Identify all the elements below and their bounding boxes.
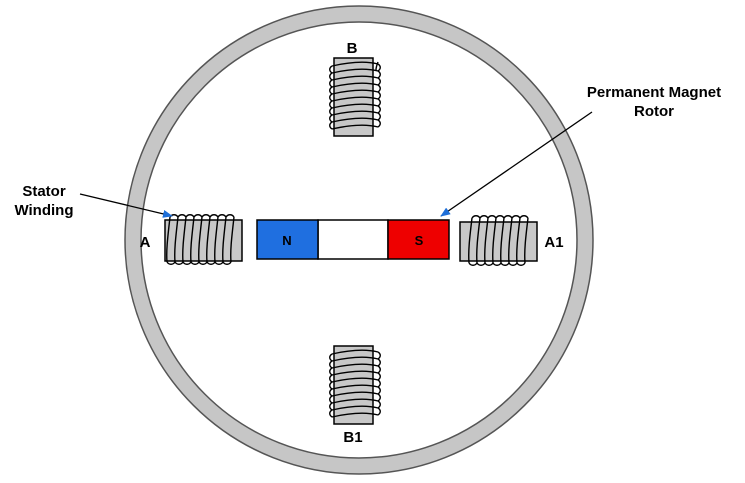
rotor-label-line1: Permanent Magnet <box>587 84 721 101</box>
stator-coil-b <box>329 57 381 137</box>
stator-coil-a <box>164 214 243 265</box>
coil-label-b: B <box>347 40 358 57</box>
housing-inner-edge <box>140 21 578 459</box>
winding-b1 <box>329 349 381 418</box>
rotor-arrow <box>440 111 593 217</box>
stator-coil-b1 <box>329 345 381 425</box>
rotor-label-line2: Rotor <box>634 103 674 120</box>
coil-label-a: A <box>140 234 151 251</box>
stator-core-a1 <box>459 221 538 262</box>
stator-winding-label-line1: Stator <box>22 183 66 200</box>
stator-core-a <box>164 219 243 262</box>
rotor-north-pole <box>256 219 319 260</box>
winding-a1 <box>468 215 529 266</box>
housing-outer-edge <box>124 5 594 475</box>
motor-housing-ring <box>125 6 593 474</box>
winding-b <box>329 61 381 130</box>
coil-label-a1: A1 <box>544 234 563 251</box>
rotor-center-segment <box>317 219 389 260</box>
stator-coil-a1 <box>459 215 538 266</box>
winding-a <box>166 214 235 265</box>
stator-winding-label-line2: Winding <box>14 202 73 219</box>
north-pole-label: N <box>282 233 291 248</box>
south-pole-label: S <box>415 233 424 248</box>
coil-label-b1: B1 <box>343 429 362 446</box>
rotor-south-pole <box>387 219 450 260</box>
stator-winding-arrow <box>79 193 173 218</box>
permanent-magnet-rotor: N S <box>256 219 450 260</box>
stator-winding-callout: Stator Winding <box>14 183 173 219</box>
rotor-callout: Permanent Magnet Rotor <box>440 84 721 217</box>
